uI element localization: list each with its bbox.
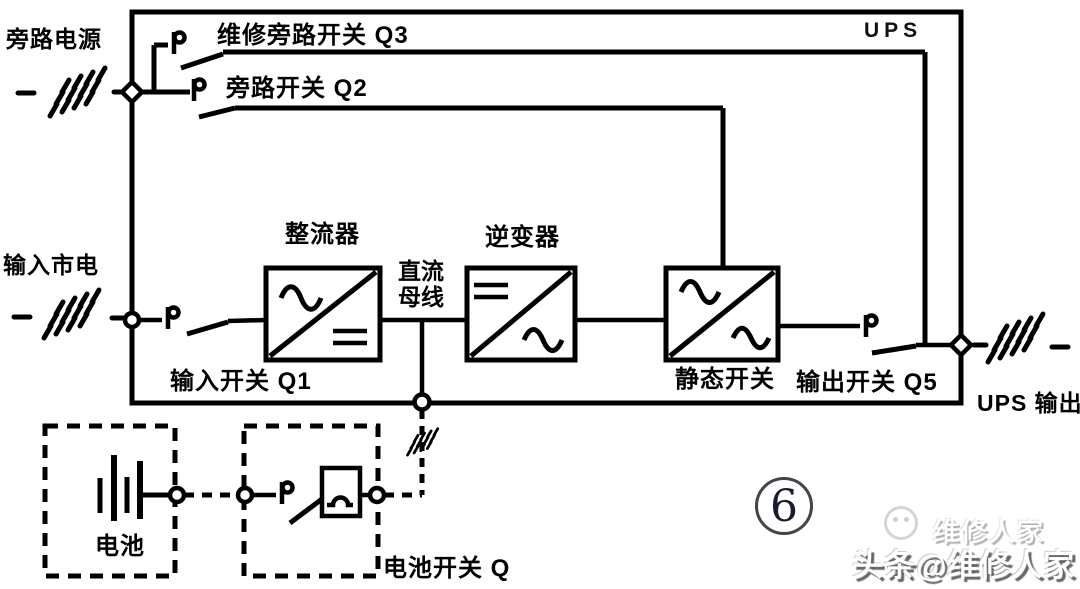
node-icon [412,392,432,412]
mains-input-hatch [11,290,129,338]
dc-bus-label: 直流 母线 [392,258,450,310]
node-icon [367,485,387,505]
watermark-faint: 维修人家 [933,517,1046,547]
dc-bars-icon [333,328,367,346]
mains-input-label: 输入市电 [3,252,99,278]
connection-nodes [118,78,975,505]
switch-blade [198,105,236,120]
switch-blade [180,51,224,71]
rectifier-block [263,265,383,363]
q3-switch-label: 维修旁路开关 Q3 [217,22,409,49]
battery-switch-box [241,423,381,579]
ups-frame-label: UPS [864,19,923,42]
dc-bars-icon [474,282,508,300]
q1-switch-label: 输入开关 Q1 [170,368,312,395]
switch-blade [288,497,324,525]
battery-switch-label: 电池开关 Q [383,555,511,582]
ups-output-label: UPS 输出 [977,390,1080,416]
bypass-source-label: 旁路电源 [6,26,102,52]
ac-sine-icon [278,284,324,312]
switch-contact-icon [174,32,185,54]
q5-switch-label: 输出开关 Q5 [796,369,938,396]
switch-contact-icon [168,307,179,329]
figure-number: 6 [770,480,798,532]
dc-bus-line2: 母线 [398,284,444,310]
static-switch-block [663,265,781,363]
node-icon [167,485,187,505]
q2-switch-label: 旁路开关 Q2 [226,75,368,102]
switch-blade-q1 [186,319,229,337]
ac-sine-icon [521,327,565,353]
node-icon [118,78,146,106]
battery-dc-links [184,410,440,498]
switch-blade-q5 [871,343,917,356]
inverter-block [464,265,578,363]
ac-sine-icon [730,325,772,351]
rectifier-label: 整流器 [285,221,360,248]
bypass-source-hatch [15,68,129,116]
dc-bus-line1: 直流 [398,258,444,284]
fuse-icon [319,465,363,519]
switch-contact-icon [194,79,205,101]
node-icon [122,310,142,330]
switch-contact-icon [866,315,877,337]
inverter-label: 逆变器 [485,224,560,251]
watermark-main: 头条@维修人家 [852,548,1076,583]
bypass-q2 [194,79,726,268]
node-icon [947,331,975,359]
ac-sine-icon [678,279,722,305]
ups-output-hatch [971,314,1071,362]
node-icon [235,485,255,505]
static-switch-label: 静态开关 [675,366,775,393]
battery-label: 电池 [95,533,145,560]
ups-enclosure-box [129,9,964,406]
maintenance-bypass-q3 [138,32,928,345]
figure-number-badge: 6 [755,477,813,535]
battery-cells-icon [97,455,143,521]
switch-contact-icon [282,482,293,504]
smiley-logo-icon [884,506,918,540]
